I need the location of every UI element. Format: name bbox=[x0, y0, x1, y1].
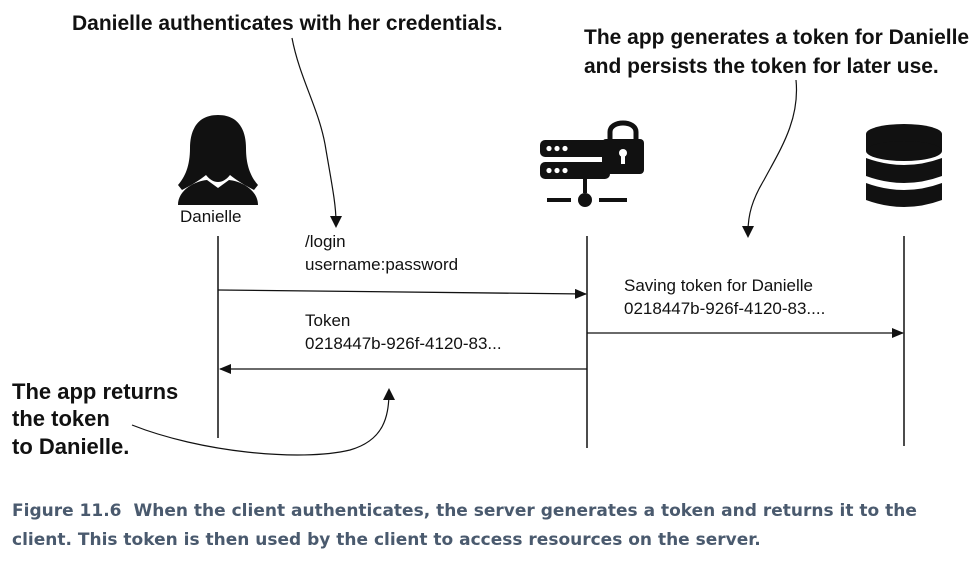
annotation-authenticate-pointer bbox=[291, 37, 337, 223]
message-save-line2: 0218447b-926f-4120-83.... bbox=[624, 299, 825, 318]
annotation-returns-line2: the token bbox=[12, 406, 110, 431]
sequence-diagram: Danielle authenticates with her credenti… bbox=[12, 12, 969, 459]
annotation-returns-arrowhead bbox=[383, 388, 395, 400]
annotation-generate-arrowhead bbox=[742, 226, 754, 238]
figure-caption-text: When the client authenticates, the serve… bbox=[12, 501, 917, 550]
message-login-line1: /login bbox=[305, 232, 346, 251]
annotation-generate-line1: The app generates a token for Danielle bbox=[584, 26, 969, 49]
annotation-generate-line2: and persists the token for later use. bbox=[584, 55, 939, 78]
actor-user-label: Danielle bbox=[180, 207, 241, 226]
user-icon bbox=[178, 115, 258, 205]
figure-number: Figure 11.6 bbox=[12, 501, 122, 521]
message-login-arrow bbox=[217, 288, 587, 299]
annotation-authenticate-arrowhead bbox=[330, 216, 342, 228]
database-icon bbox=[866, 124, 942, 207]
server-lock-icon bbox=[540, 120, 644, 207]
annotation-authenticate: Danielle authenticates with her credenti… bbox=[72, 12, 503, 35]
annotation-returns-line3: to Danielle. bbox=[12, 434, 129, 459]
annotation-returns-pointer bbox=[131, 395, 390, 456]
annotation-generate-pointer bbox=[747, 79, 798, 233]
annotation-returns-line1: The app returns bbox=[12, 379, 178, 404]
message-login-line2: username:password bbox=[305, 255, 458, 274]
message-token-line1: Token bbox=[305, 311, 350, 330]
message-token-line2: 0218447b-926f-4120-83... bbox=[305, 334, 502, 353]
message-save-line1: Saving token for Danielle bbox=[624, 276, 813, 295]
